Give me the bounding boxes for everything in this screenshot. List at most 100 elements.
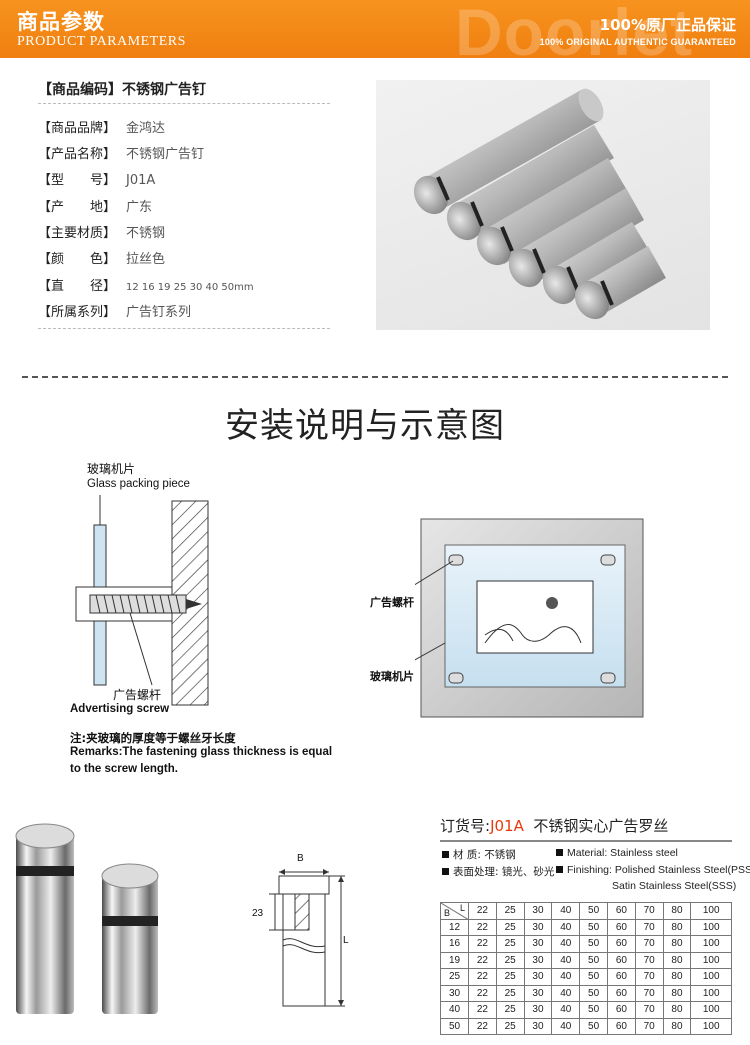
dimension-drawing — [269, 869, 345, 1007]
size-l-cell: 40 — [551, 984, 581, 1002]
param-value: 金鸿达 — [126, 121, 166, 136]
banner-subtitle: PRODUCT PARAMETERS — [17, 34, 186, 49]
size-l-cell: 25 — [495, 968, 525, 986]
size-l-cell: 25 — [495, 1001, 525, 1019]
wall-mount-diagram — [75, 495, 209, 706]
param-label: 【颜 色】 — [38, 252, 117, 267]
size-b-cell: 50 — [440, 1017, 469, 1035]
corner-b: B — [444, 907, 451, 918]
divider — [38, 328, 330, 329]
standoff-4 — [508, 188, 644, 288]
order-code: J01A — [490, 817, 524, 835]
size-l-cell: 50 — [579, 968, 608, 986]
size-l-cell: 30 — [523, 1017, 553, 1035]
size-l-cell: 30 — [523, 1001, 553, 1019]
spec-finishing-en: Finishing: Polished Stainless Steel(PSS) — [556, 864, 750, 876]
size-l-cell: 22 — [468, 918, 497, 936]
size-l-cell: 70 — [634, 951, 664, 969]
install-note-en-1: Remarks:The fastening glass thickness is… — [70, 746, 333, 758]
param-label: 【所属系列】 — [38, 305, 117, 320]
size-l-cell: 80 — [662, 935, 692, 953]
size-l-cell: 60 — [606, 968, 636, 986]
dim-b-label: B — [297, 853, 304, 864]
param-row-diameter: 【直 径】12 16 19 25 30 40 50mm — [38, 275, 254, 295]
size-l-cell: 25 — [495, 918, 525, 936]
standoff-6 — [574, 246, 666, 320]
size-l-cell: 80 — [662, 1017, 692, 1035]
size-l-cell: 22 — [468, 1001, 497, 1019]
size-l-cell: 40 — [551, 1001, 581, 1019]
size-l-cell: 30 — [523, 968, 553, 986]
size-l-cell: 22 — [468, 935, 497, 953]
param-value: 不锈钢 — [126, 226, 166, 241]
header-banner: Doorlet 商品参数 PRODUCT PARAMETERS 100%原厂正品… — [0, 0, 750, 58]
size-table-header-cell: 30 — [523, 902, 553, 920]
size-l-cell: 40 — [551, 968, 581, 986]
spec-finishing-en-2: Satin Stainless Steel(SSS) — [612, 880, 737, 892]
install-note-cn: 注:夹玻璃的厚度等于螺丝牙长度 — [70, 731, 236, 745]
size-l-cell: 100 — [690, 918, 732, 936]
glass-label-cn: 玻璃机片 — [87, 462, 136, 476]
param-label: 【主要材质】 — [38, 226, 117, 241]
size-l-cell: 70 — [634, 1001, 664, 1019]
param-row-material: 【主要材质】不锈钢 — [38, 222, 165, 242]
size-table-header-cell: 22 — [468, 902, 497, 920]
size-b-cell: 16 — [440, 935, 469, 953]
size-l-cell: 60 — [606, 1001, 636, 1019]
size-l-cell: 30 — [523, 984, 553, 1002]
size-l-cell: 60 — [606, 918, 636, 936]
size-l-cell: 100 — [690, 935, 732, 953]
spec-material-cn: 材 质: 不锈钢 — [442, 847, 516, 862]
size-l-cell: 70 — [634, 968, 664, 986]
section-divider — [22, 376, 728, 378]
size-l-cell: 50 — [579, 951, 608, 969]
size-l-cell: 70 — [634, 918, 664, 936]
size-l-cell: 50 — [579, 918, 608, 936]
size-l-cell: 25 — [495, 935, 525, 953]
param-row-color: 【颜 色】拉丝色 — [38, 248, 165, 268]
param-label: 【直 径】 — [38, 279, 117, 294]
param-label: 【产 地】 — [38, 200, 117, 215]
right-glass-label: 玻璃机片 — [370, 670, 414, 683]
product-code-line: 【商品编码】不锈钢广告钉 — [38, 79, 206, 99]
param-row-origin: 【产 地】广东 — [38, 196, 152, 216]
size-b-cell: 12 — [440, 918, 469, 936]
guarantee-text-en: 100% ORIGINAL AUTHENTIC GUARANTEED — [539, 37, 736, 47]
spec-text: 材 质: 不锈钢 — [453, 849, 516, 861]
size-l-cell: 30 — [523, 918, 553, 936]
glass-label-en: Glass packing piece — [87, 478, 190, 490]
size-l-cell: 80 — [662, 968, 692, 986]
size-l-cell: 60 — [606, 984, 636, 1002]
spec-material-en: Material: Stainless steel — [556, 847, 678, 859]
size-l-cell: 25 — [495, 1017, 525, 1035]
size-b-cell: 30 — [440, 984, 469, 1002]
corner-l: L — [459, 903, 465, 913]
dim-height-label: 23 — [252, 908, 264, 919]
size-l-cell: 100 — [690, 1001, 732, 1019]
param-row-name: 【产品名称】不锈钢广告钉 — [38, 143, 204, 163]
spec-surface-cn: 表面处理: 镜光、砂光 — [442, 864, 554, 879]
standoff-5 — [542, 222, 650, 305]
size-b-cell: 19 — [440, 951, 469, 969]
order-title: 订货号:J01A 不锈钢实心广告罗丝 — [440, 815, 668, 836]
size-l-cell: 60 — [606, 935, 636, 953]
size-l-cell: 25 — [495, 984, 525, 1002]
size-table-header-cell: 80 — [662, 902, 692, 920]
guarantee-text: 100%原厂正品保证 — [599, 16, 736, 34]
divider — [38, 103, 330, 104]
size-l-cell: 50 — [579, 1001, 608, 1019]
size-table-header-cell: 60 — [606, 902, 636, 920]
product-photo — [376, 80, 710, 330]
param-value: 不锈钢广告钉 — [126, 147, 205, 162]
size-b-cell: 40 — [440, 1001, 469, 1019]
size-l-cell: 80 — [662, 951, 692, 969]
size-table-header-cell: 40 — [551, 902, 581, 920]
param-label: 【型 号】 — [38, 173, 117, 188]
size-l-cell: 100 — [690, 951, 732, 969]
